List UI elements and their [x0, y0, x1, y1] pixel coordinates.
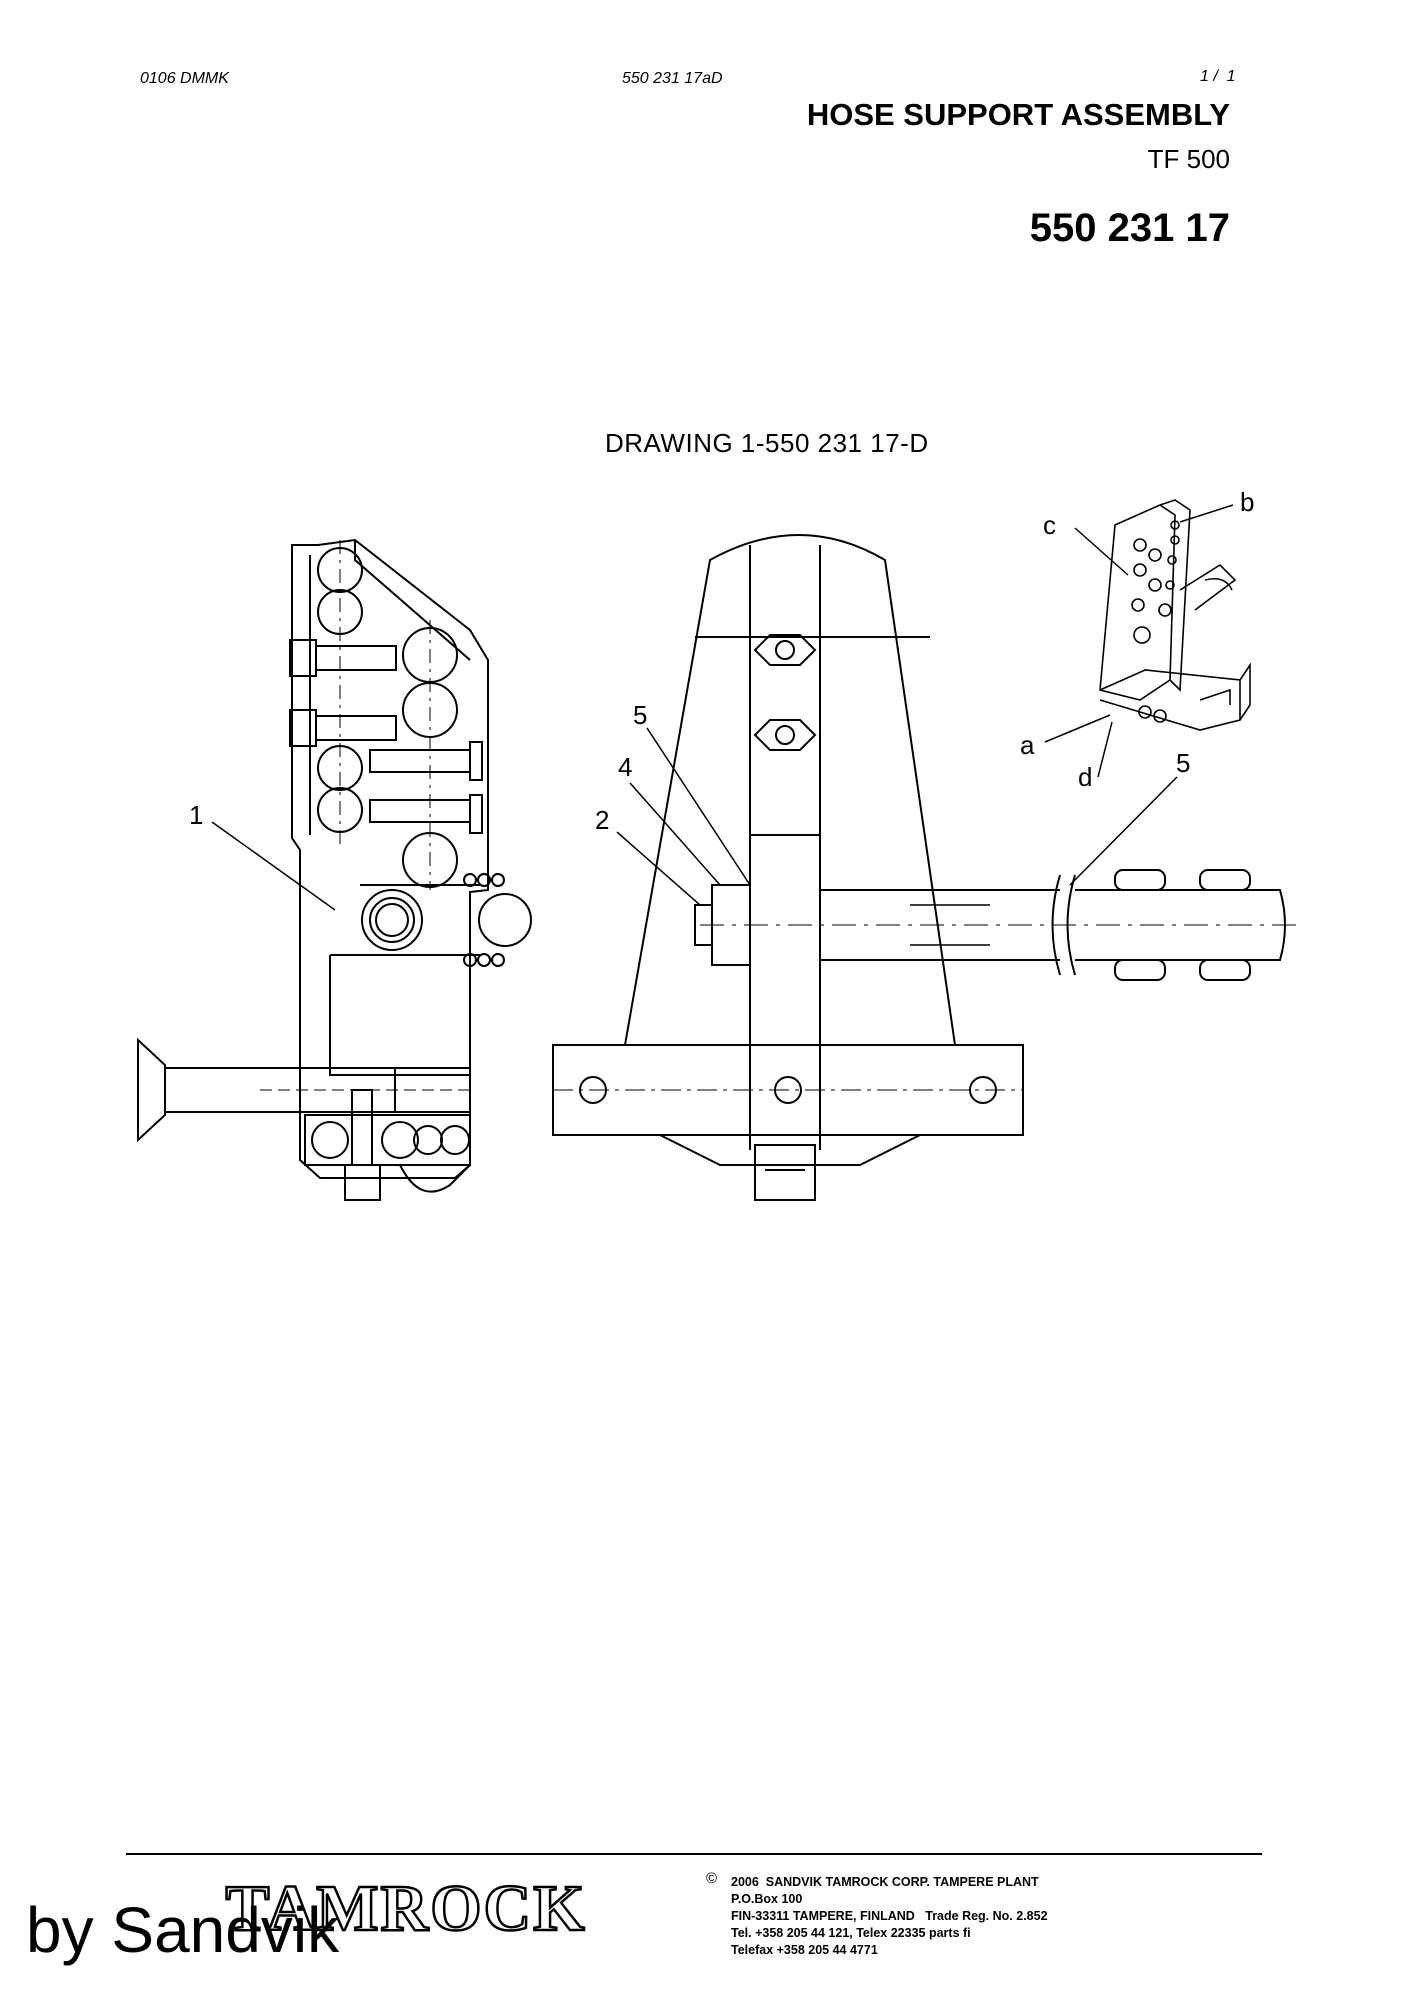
revision-code: 550 231 17aD: [622, 70, 723, 87]
callout-b: b: [1240, 487, 1255, 517]
isometric-view: [1099, 499, 1251, 731]
copyright-symbol: ©: [706, 1870, 718, 1887]
page-number: 1 / 1: [1200, 68, 1236, 85]
footer-rule: [126, 1853, 1262, 1855]
po-box: P.O.Box 100: [731, 1892, 803, 1906]
callout-4: 4: [618, 752, 633, 782]
company-line: 2006 SANDVIK TAMROCK CORP. TAMPERE PLANT: [731, 1875, 1039, 1889]
footer-company-info: 2006 SANDVIK TAMROCK CORP. TAMPERE PLANT…: [731, 1874, 1048, 1959]
callout-d: d: [1078, 762, 1093, 792]
callout-2: 2: [595, 805, 610, 835]
tamrock-logo: TAMROCK: [224, 1872, 586, 1942]
callout-c: c: [1043, 510, 1056, 540]
phone-line: Tel. +358 205 44 121, Telex 22335 parts …: [731, 1926, 971, 1940]
side-view: [137, 538, 532, 1201]
logo-wordmark: TAMROCK: [225, 1872, 586, 1942]
callout-a: a: [1020, 730, 1035, 760]
callout-5-shaft: 5: [1176, 748, 1191, 778]
document-code: 0106 DMMK: [140, 70, 229, 87]
address-line: FIN-33311 TAMPERE, FINLAND Trade Reg. No…: [731, 1909, 1048, 1923]
document-title: HOSE SUPPORT ASSEMBLY: [806, 97, 1230, 132]
callout-1: 1: [189, 800, 204, 830]
watermark: by Sandvik: [26, 1894, 340, 1966]
model-name: TF 500: [1147, 144, 1230, 174]
leader-lines: [211, 504, 1234, 911]
drawing-title: DRAWING 1-550 231 17-D: [605, 428, 929, 458]
front-view: [552, 534, 1300, 1201]
fax-line: Telefax +358 205 44 4771: [731, 1943, 878, 1957]
callout-5-front: 5: [633, 700, 648, 730]
part-number: 550 231 17: [1029, 206, 1230, 250]
